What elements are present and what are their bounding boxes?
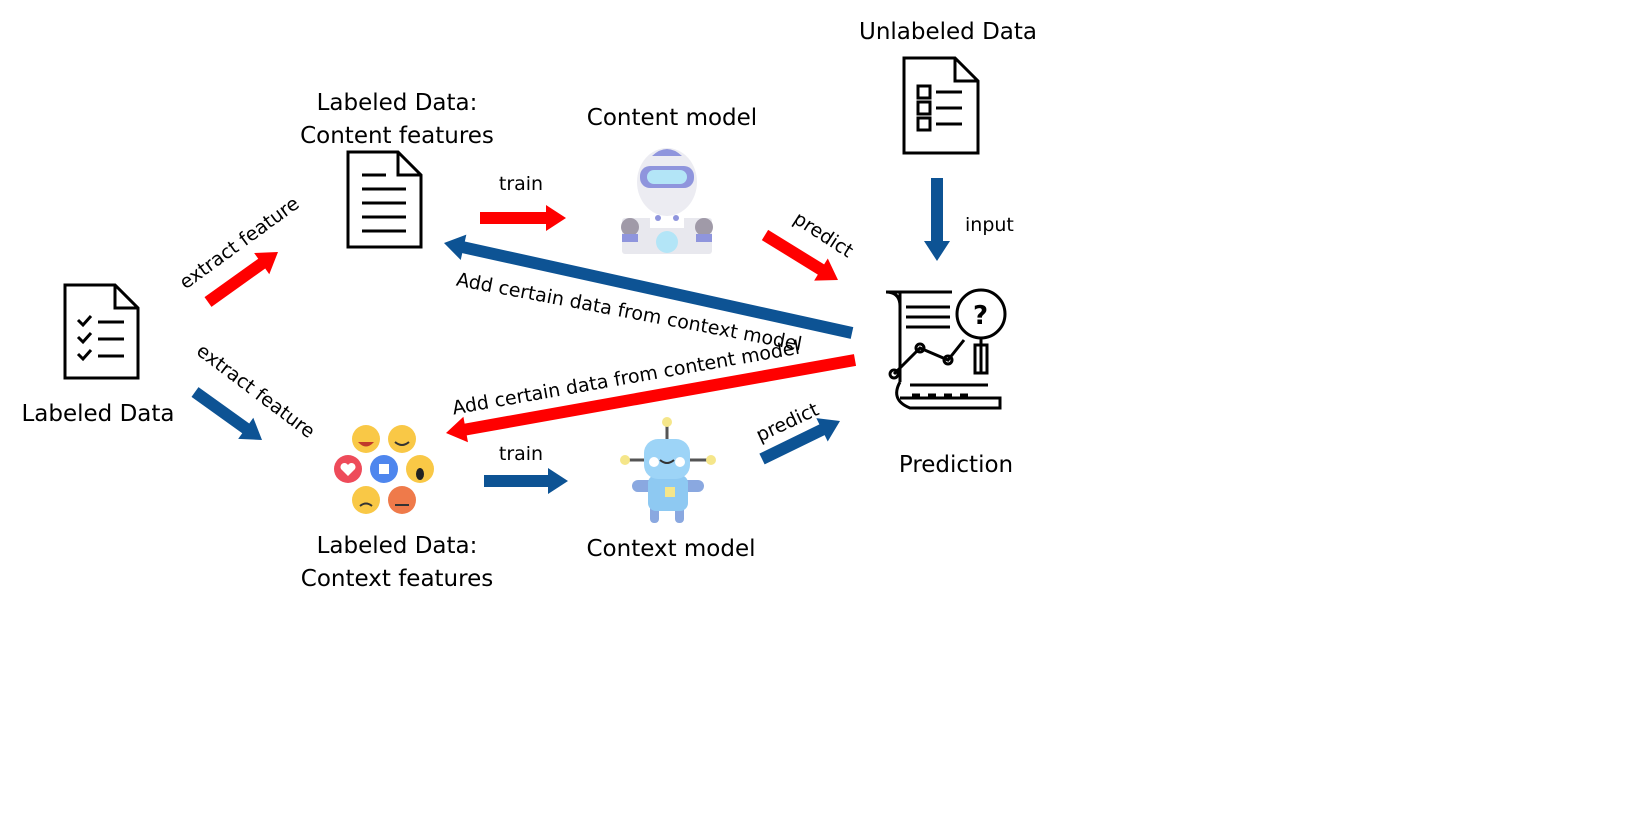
- context-features-label-line1: Labeled Data:: [317, 533, 478, 559]
- context-model-label: Context model: [586, 536, 755, 562]
- content-model-robot-icon: [621, 148, 713, 254]
- reaction-emojis-icon: [334, 425, 434, 514]
- content-features-label-line1: Labeled Data:: [317, 90, 478, 116]
- unlabeled-data-label: Unlabeled Data: [859, 19, 1037, 45]
- context-model-robot-icon: [620, 417, 716, 523]
- content-features-label-line2: Content features: [300, 123, 494, 149]
- labeled-data-label: Labeled Data: [21, 401, 174, 427]
- input-label: input: [965, 214, 1014, 236]
- train-context-label: train: [499, 443, 543, 465]
- prediction-report-icon: ?: [885, 288, 1007, 410]
- text-document-icon: [346, 150, 423, 249]
- predict-context-arrow: [759, 418, 840, 465]
- extract-feature-context-arrow: [191, 387, 262, 440]
- content-model-label: Content model: [587, 105, 757, 131]
- arrows: [191, 178, 950, 494]
- svg-text:?: ?: [973, 301, 988, 331]
- add-from-content-arrow: [446, 354, 857, 443]
- checklist-document-icon: [63, 283, 140, 380]
- extract-feature-content-arrow: [204, 252, 278, 307]
- context-features-label-line2: Context features: [301, 566, 493, 592]
- prediction-label: Prediction: [899, 452, 1013, 478]
- predict-content-arrow: [761, 229, 838, 281]
- train-content-arrow: [480, 205, 566, 231]
- input-arrow: [924, 178, 950, 261]
- train-content-label: train: [499, 173, 543, 195]
- add-from-context-arrow: [444, 234, 854, 339]
- form-document-icon: [902, 56, 980, 155]
- train-context-arrow: [484, 468, 568, 494]
